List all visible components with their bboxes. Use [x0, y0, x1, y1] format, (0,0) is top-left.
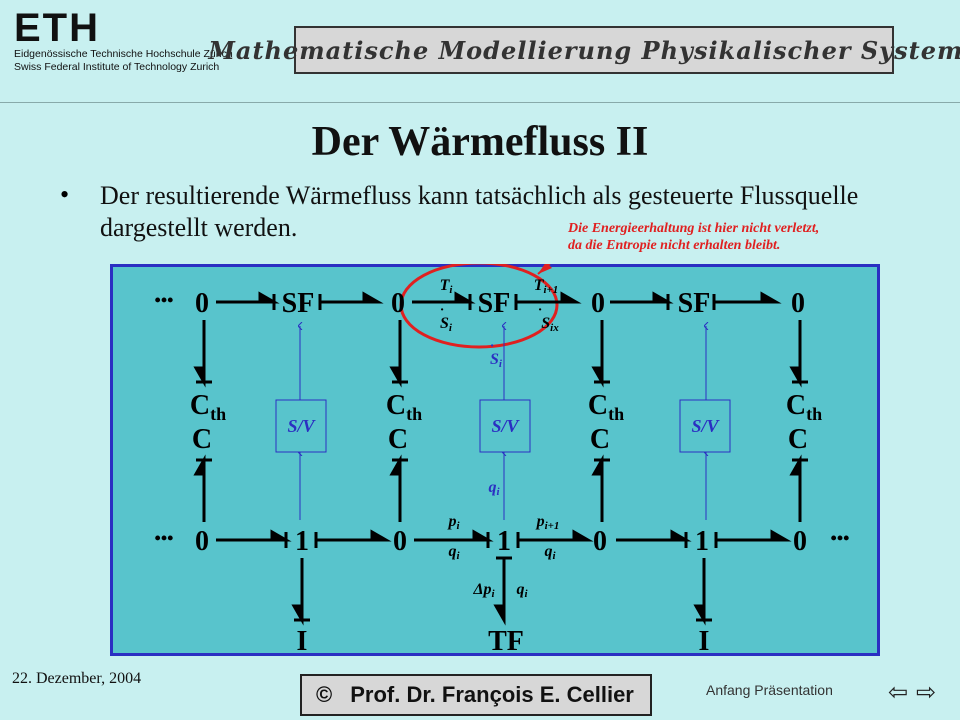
node-top-sf-a: SF [282, 288, 315, 319]
ellipsis-bottom-left: ••• [155, 528, 174, 548]
bond-c1-top-halfarrow [193, 366, 206, 388]
bond-c4-bottom-halfarrow [789, 454, 802, 476]
node-bottom-0-c: 0 [593, 526, 607, 557]
bond-c3-top-halfarrow [591, 366, 604, 388]
bond-bottom-4-halfarrow [572, 529, 594, 542]
annotation-line-1: Die Energieerhaltung ist hier nicht verl… [568, 221, 820, 236]
course-banner: Mathematische Modellierung Physikalische… [208, 26, 960, 74]
label-q-i-tf: qi [516, 581, 528, 600]
bond-top-1-halfarrow [258, 291, 280, 304]
course-title: Mathematische Modellierung Physikalische… [208, 35, 960, 65]
sv-block-3 [679, 399, 731, 453]
node-bottom-0-b: 0 [393, 526, 407, 557]
author-banner: © Prof. Dr. François E. Cellier [300, 674, 652, 716]
bond-c3-bottom-halfarrow [591, 454, 604, 476]
bond-bottom-5-halfarrow [670, 529, 692, 542]
capacitor-2-symbol: C [388, 424, 408, 455]
bond-top-6-halfarrow [760, 291, 782, 304]
slide-title: Der Wärmefluss II [311, 119, 649, 165]
bond-c2-top-halfarrow [389, 366, 402, 388]
sv-label-1: S/V [287, 416, 316, 436]
bond-top-2-halfarrow [362, 291, 384, 304]
capacitor-1-symbol: C [192, 424, 212, 455]
bond-bottom-2-halfarrow [370, 529, 392, 542]
capacitor-3-symbol: C [590, 424, 610, 455]
node-bottom-1-c: 1 [695, 526, 709, 557]
label-T-i1: Ti+1 [534, 277, 559, 296]
eth-logo: ETH Eidgenössische Technische Hochschule… [14, 6, 264, 73]
bond-top-4-halfarrow [560, 291, 582, 304]
label-q-i-left: qi [448, 543, 460, 562]
sv-block-2 [479, 399, 531, 453]
bond-bottom-3-halfarrow [472, 529, 494, 542]
label-delta-p-i: Δpi [472, 581, 495, 600]
capacitor-4-label: Cth [786, 390, 822, 424]
bond-top-5-halfarrow [652, 291, 674, 304]
bond-inductor-2-halfarrow [693, 604, 706, 626]
header-divider [0, 102, 960, 103]
capacitor-2-label: Cth [386, 390, 422, 424]
element-inductor-1: I [297, 626, 308, 656]
label-S-ix: Six [541, 315, 559, 334]
eth-logo-line-english: Swiss Federal Institute of Technology Zu… [14, 61, 220, 73]
annotation-pointer-arrowhead [538, 264, 552, 274]
annotation-line-2: da die Entropie nicht erhalten bleibt. [568, 238, 781, 253]
bullet-text: Der resultierende Wärmefluss kann tatsäc… [100, 181, 859, 242]
label-S-i-dot: · [440, 303, 444, 318]
bond-bottom-1-halfarrow [270, 529, 292, 542]
sv-label-3: S/V [691, 416, 720, 436]
label-S-i-signal-dot: · [490, 339, 494, 354]
bond-top-3-halfarrow [454, 291, 476, 304]
footer-date: 22. Dezember, 2004 [12, 670, 142, 687]
label-q-i-right: qi [544, 543, 556, 562]
node-top-sf-b: SF [478, 288, 511, 319]
capacitor-1-label: Cth [190, 390, 226, 424]
eth-logo-mark: ETH [14, 6, 100, 50]
bond-tf-halfarrow [493, 604, 506, 626]
ellipsis-top-left: ••• [155, 290, 174, 310]
bond-c2-bottom-halfarrow [389, 454, 402, 476]
bond-graph-panel [110, 264, 880, 656]
nav-start-link[interactable]: Anfang Präsentation [706, 682, 833, 698]
bond-bottom-6-halfarrow [770, 529, 792, 542]
bond-graph-diagram: S/V S/V S/V ••• 0 SF 0 SF 0 SF 0 ••• 0 1… [155, 264, 850, 656]
node-bottom-0-d: 0 [793, 526, 807, 557]
sv-label-2: S/V [491, 416, 520, 436]
node-bottom-1-b: 1 [497, 526, 511, 557]
node-bottom-1-a: 1 [295, 526, 309, 557]
node-top-0-c: 0 [591, 288, 605, 319]
node-top-0-a: 0 [195, 288, 209, 319]
bond-c4-top-halfarrow [789, 366, 802, 388]
bond-inductor-1-halfarrow [291, 604, 304, 626]
node-top-0-b: 0 [391, 288, 405, 319]
sv-block-1 [275, 399, 327, 453]
label-T-i: Ti [440, 277, 454, 296]
label-p-i: pi [446, 513, 460, 532]
label-S-ix-dot: · [538, 303, 542, 318]
node-top-0-d: 0 [791, 288, 805, 319]
bond-c1-bottom-halfarrow [193, 454, 206, 476]
capacitor-3-label: Cth [588, 390, 624, 424]
element-transformer: TF [488, 626, 524, 656]
node-bottom-0-a: 0 [195, 526, 209, 557]
eth-logo-line-german: Eidgenössische Technische Hochschule Zür… [14, 48, 233, 60]
label-p-i1: pi+1 [535, 513, 560, 532]
bullet-marker: • [60, 180, 70, 209]
ellipsis-bottom-right: ••• [831, 528, 850, 548]
label-S-i: Si [440, 315, 453, 334]
highlight-ellipse [399, 264, 559, 349]
copyright-icon: © [316, 682, 333, 707]
label-S-i-signal: Si [490, 351, 503, 370]
node-top-sf-c: SF [678, 288, 711, 319]
author-name: Prof. Dr. François E. Cellier [350, 682, 634, 707]
nav-forward-icon[interactable]: ⇨ [916, 680, 937, 706]
nav-back-icon[interactable]: ⇦ [888, 680, 909, 706]
label-q-i-signal: qi [488, 479, 500, 498]
annotation-note: Die Energieerhaltung ist hier nicht verl… [568, 220, 958, 254]
element-inductor-2: I [699, 626, 710, 656]
capacitor-4-symbol: C [788, 424, 808, 455]
